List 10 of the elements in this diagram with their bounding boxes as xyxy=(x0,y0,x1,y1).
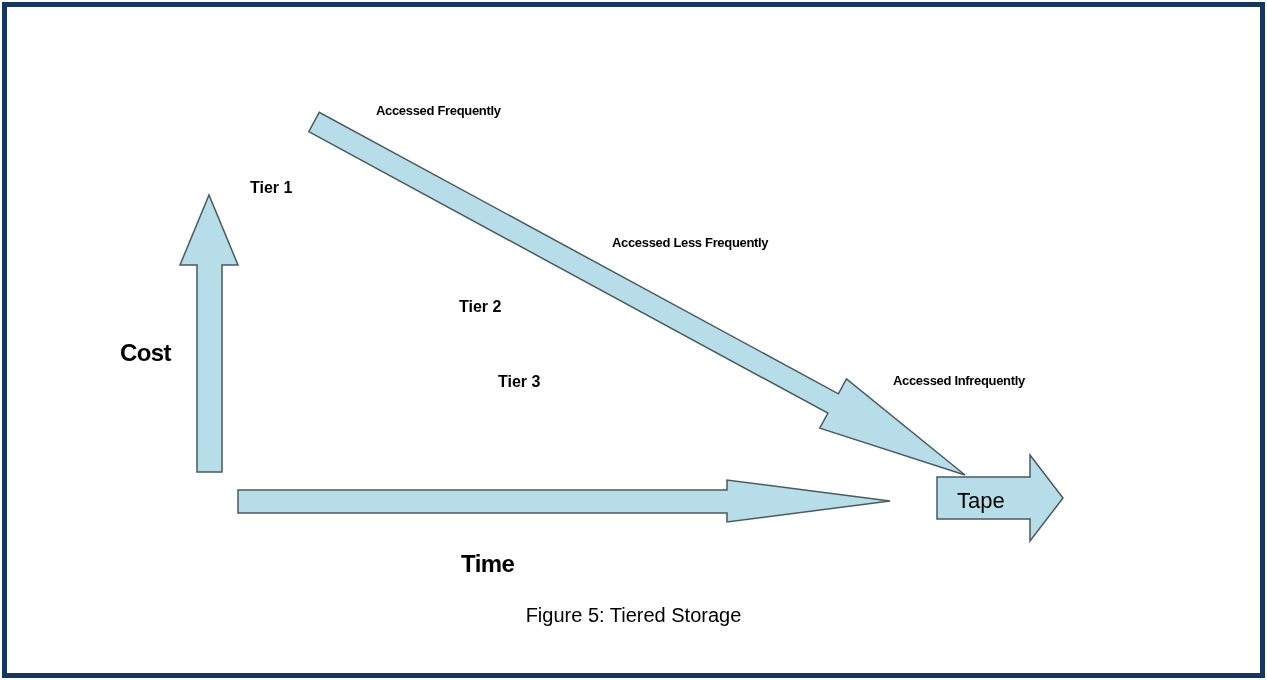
access-note: Accessed Infrequently xyxy=(893,372,1025,390)
arrow-text: Tape xyxy=(957,487,1005,515)
access-note: Accessed Less Frequently xyxy=(612,234,769,252)
axis-label: Time xyxy=(461,549,515,579)
tier-label: Tier 2 xyxy=(459,297,502,317)
access-note: Accessed Frequently xyxy=(376,102,501,120)
caption: Figure 5: Tiered Storage xyxy=(524,603,743,628)
tier-label: Tier 3 xyxy=(498,372,541,392)
tier-label: Tier 1 xyxy=(250,178,293,198)
axis-label: Cost xyxy=(120,338,171,368)
